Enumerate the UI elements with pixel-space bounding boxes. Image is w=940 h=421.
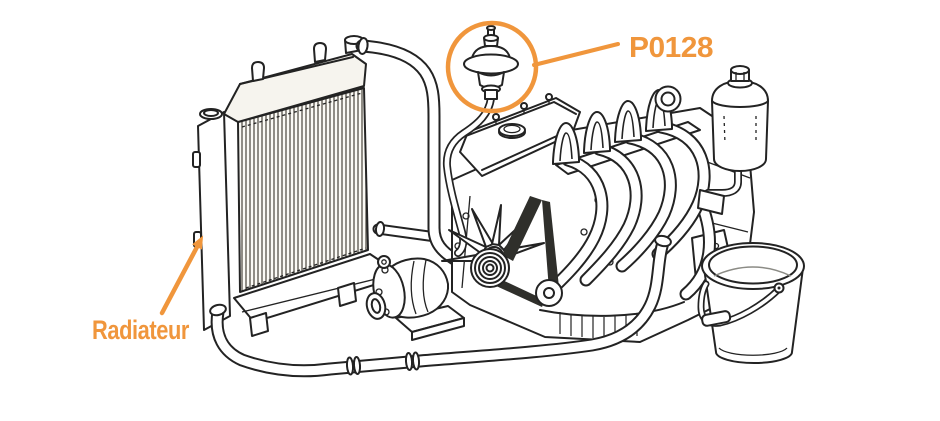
reservoir-bracket bbox=[697, 189, 725, 215]
idler-pulley bbox=[535, 279, 563, 307]
radiator-label: Radiateur bbox=[92, 315, 190, 345]
radiator-arrow-line bbox=[159, 244, 200, 316]
bucket-rim bbox=[701, 242, 805, 290]
crank-pulley bbox=[470, 248, 510, 288]
radiator-side-tab bbox=[192, 151, 201, 168]
upper-radiator-hose bbox=[355, 37, 465, 268]
annotations: P0128 Radiateur bbox=[92, 20, 714, 345]
reservoir-body bbox=[711, 80, 769, 172]
p0128-label: P0128 bbox=[629, 32, 713, 64]
radiator-core-fins bbox=[237, 87, 369, 293]
thermostat bbox=[463, 25, 519, 100]
lifting-eye bbox=[654, 85, 682, 113]
exhaust-manifold bbox=[543, 120, 716, 301]
drive-belt bbox=[494, 196, 559, 307]
water-pump bbox=[365, 255, 465, 341]
hose-clamps bbox=[345, 351, 421, 376]
mid-radiator-pipe bbox=[372, 221, 442, 243]
radiator-foot bbox=[337, 282, 357, 307]
radiator bbox=[192, 35, 391, 337]
bucket-handle-grip bbox=[701, 310, 732, 327]
radiator-arrow-head bbox=[192, 235, 204, 250]
radiator-left-tank bbox=[197, 111, 231, 331]
water-pump-ear bbox=[377, 255, 391, 269]
p0128-leader-line bbox=[532, 42, 620, 67]
radiator-pin bbox=[313, 42, 327, 63]
thermostat-highlight-circle bbox=[445, 20, 539, 114]
valve-cover-stubs bbox=[492, 93, 553, 124]
radiator-foot bbox=[249, 312, 269, 337]
lower-radiator-hose bbox=[209, 234, 672, 378]
radiator-pin bbox=[251, 61, 265, 82]
bucket bbox=[697, 242, 805, 364]
coolant-reservoir bbox=[697, 65, 769, 215]
